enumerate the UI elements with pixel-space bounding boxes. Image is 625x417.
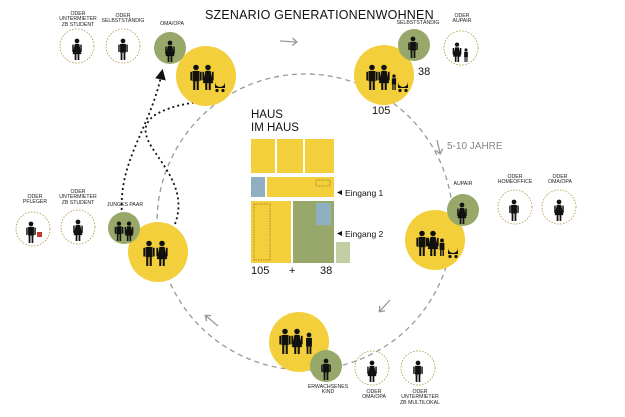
area-main: 105 bbox=[251, 265, 270, 277]
label-untermieter-student-top: oder UNTERMIETER zb STUDENT bbox=[59, 11, 97, 28]
option-circle-oma-opa-bottom bbox=[354, 350, 390, 386]
label-junges-paar: JUNGES PAAR bbox=[106, 202, 144, 208]
stage2-stroller-figure bbox=[398, 82, 408, 93]
stage-top-right-main-area: 105 bbox=[372, 105, 391, 117]
plan-band-main bbox=[267, 177, 334, 197]
label-aupair-option: oder AUPAIR bbox=[452, 13, 472, 25]
label-oma-opa-right: oder OMA/OPA bbox=[548, 174, 572, 186]
plan-lower-left-hatch bbox=[253, 203, 271, 261]
cycle-arrow-bottom-right bbox=[378, 299, 391, 313]
option-circle-aupair-top bbox=[443, 30, 479, 66]
cycle-arrow-right bbox=[435, 139, 444, 155]
unit-circle-junges-paar bbox=[108, 212, 140, 244]
option-circle-student-left bbox=[60, 209, 96, 245]
label-selbststaendig-right: SELBSTSTÄNDIG bbox=[396, 20, 440, 26]
label-selbststaendig-top: oder SELBSTSTÄNDIG bbox=[101, 13, 145, 25]
house-label-line2: IM HAUS bbox=[251, 122, 299, 134]
stage4-teen-figure bbox=[306, 332, 312, 354]
house-label-line1: HAUS bbox=[251, 109, 283, 121]
plan-blue-lower bbox=[316, 203, 331, 225]
stage1-stroller-figure bbox=[215, 82, 225, 93]
area-plus: + bbox=[289, 265, 296, 277]
stage1-woman-figure bbox=[202, 64, 214, 90]
plan-upper-right bbox=[305, 139, 334, 173]
option-circle-pfleger bbox=[15, 211, 51, 247]
label-oma-opa-bottom: oder OMA/OPA bbox=[362, 389, 386, 401]
entrance-1-label: Eingang 1 bbox=[345, 188, 384, 198]
stage3-woman-figure bbox=[427, 230, 439, 256]
label-oma-opa-top: OMA/OPA bbox=[160, 21, 184, 27]
option-circle-student-top bbox=[59, 28, 95, 64]
unit-selbststaendig-figure bbox=[408, 36, 418, 58]
stage2-man-figure bbox=[366, 64, 378, 90]
stage4-woman-figure bbox=[291, 328, 303, 354]
stage3-man-figure bbox=[416, 230, 428, 256]
unit-junges-paar-woman-figure bbox=[124, 221, 134, 241]
stage4-man-figure bbox=[279, 328, 291, 354]
entrance-2-pointer bbox=[337, 231, 342, 236]
move-arrow-1 bbox=[120, 68, 166, 216]
plan-upper-left bbox=[251, 139, 275, 173]
option-homeoffice-figure bbox=[509, 199, 519, 221]
entrance-2-label: Eingang 2 bbox=[345, 229, 384, 239]
plan-lower-left bbox=[251, 201, 291, 263]
unit-aupair-figure bbox=[457, 202, 467, 224]
option-circle-multilokal bbox=[400, 350, 436, 386]
duration-label: 5-10 JAHRE bbox=[447, 141, 503, 152]
stage1-man-figure bbox=[190, 64, 202, 90]
label-untermieter-multilokal: oder UNTERMIETER zb MULTILOKAL bbox=[400, 389, 440, 406]
option-circle-homeoffice bbox=[497, 189, 533, 225]
stage2-woman-figure bbox=[378, 64, 390, 90]
label-erwachsenes-kind: ERWACHSENES KIND bbox=[307, 384, 349, 396]
stage3-child-figure bbox=[439, 238, 445, 256]
option-aupair-child-figure bbox=[464, 48, 468, 62]
stage3-stroller-figure bbox=[448, 248, 458, 259]
entrance-1-pointer bbox=[337, 190, 342, 195]
stage2-child-figure bbox=[391, 74, 397, 90]
option-aupair-figure bbox=[452, 42, 462, 62]
plan-green-annex bbox=[336, 242, 350, 263]
option-student-top-figure bbox=[72, 38, 82, 60]
pfleger-cross-icon bbox=[37, 232, 42, 237]
plan-upper-mid bbox=[277, 139, 303, 173]
cycle-arrow-bottom-left bbox=[204, 314, 219, 327]
label-untermieter-student-left: oder UNTERMIETER zb STUDENT bbox=[59, 189, 97, 206]
label-pfleger: oder PFLEGER bbox=[22, 194, 48, 206]
plan-blue-upper bbox=[251, 177, 265, 197]
option-circle-selbststaendig-top bbox=[105, 28, 141, 64]
option-circle-oma-opa-right bbox=[541, 189, 577, 225]
option-student-left-figure bbox=[73, 219, 83, 241]
option-multilokal-figure bbox=[413, 360, 423, 382]
option-oma-right-figure bbox=[554, 199, 564, 221]
label-aupair: AUPAIR bbox=[453, 181, 473, 187]
option-pfleger-figure bbox=[26, 221, 36, 243]
unit-junges-paar-man-figure bbox=[114, 221, 124, 241]
unit-oma-figure bbox=[165, 40, 175, 62]
stage-top-right-unit-area: 38 bbox=[418, 66, 431, 78]
label-homeoffice: oder HOMEOFFICE bbox=[497, 174, 533, 186]
option-oma-bottom-figure bbox=[367, 360, 377, 382]
option-selbststaendig-top-figure bbox=[118, 38, 128, 60]
diagram-title: SZENARIO GENERATIONENWOHNEN bbox=[205, 8, 434, 22]
area-secondary: 38 bbox=[320, 265, 333, 277]
unit-erwachsenes-kind-figure bbox=[321, 358, 331, 380]
stage5-elder-man-figure bbox=[143, 240, 155, 266]
stage5-elder-woman-figure bbox=[156, 240, 168, 266]
cycle-arrow-top bbox=[279, 37, 298, 46]
